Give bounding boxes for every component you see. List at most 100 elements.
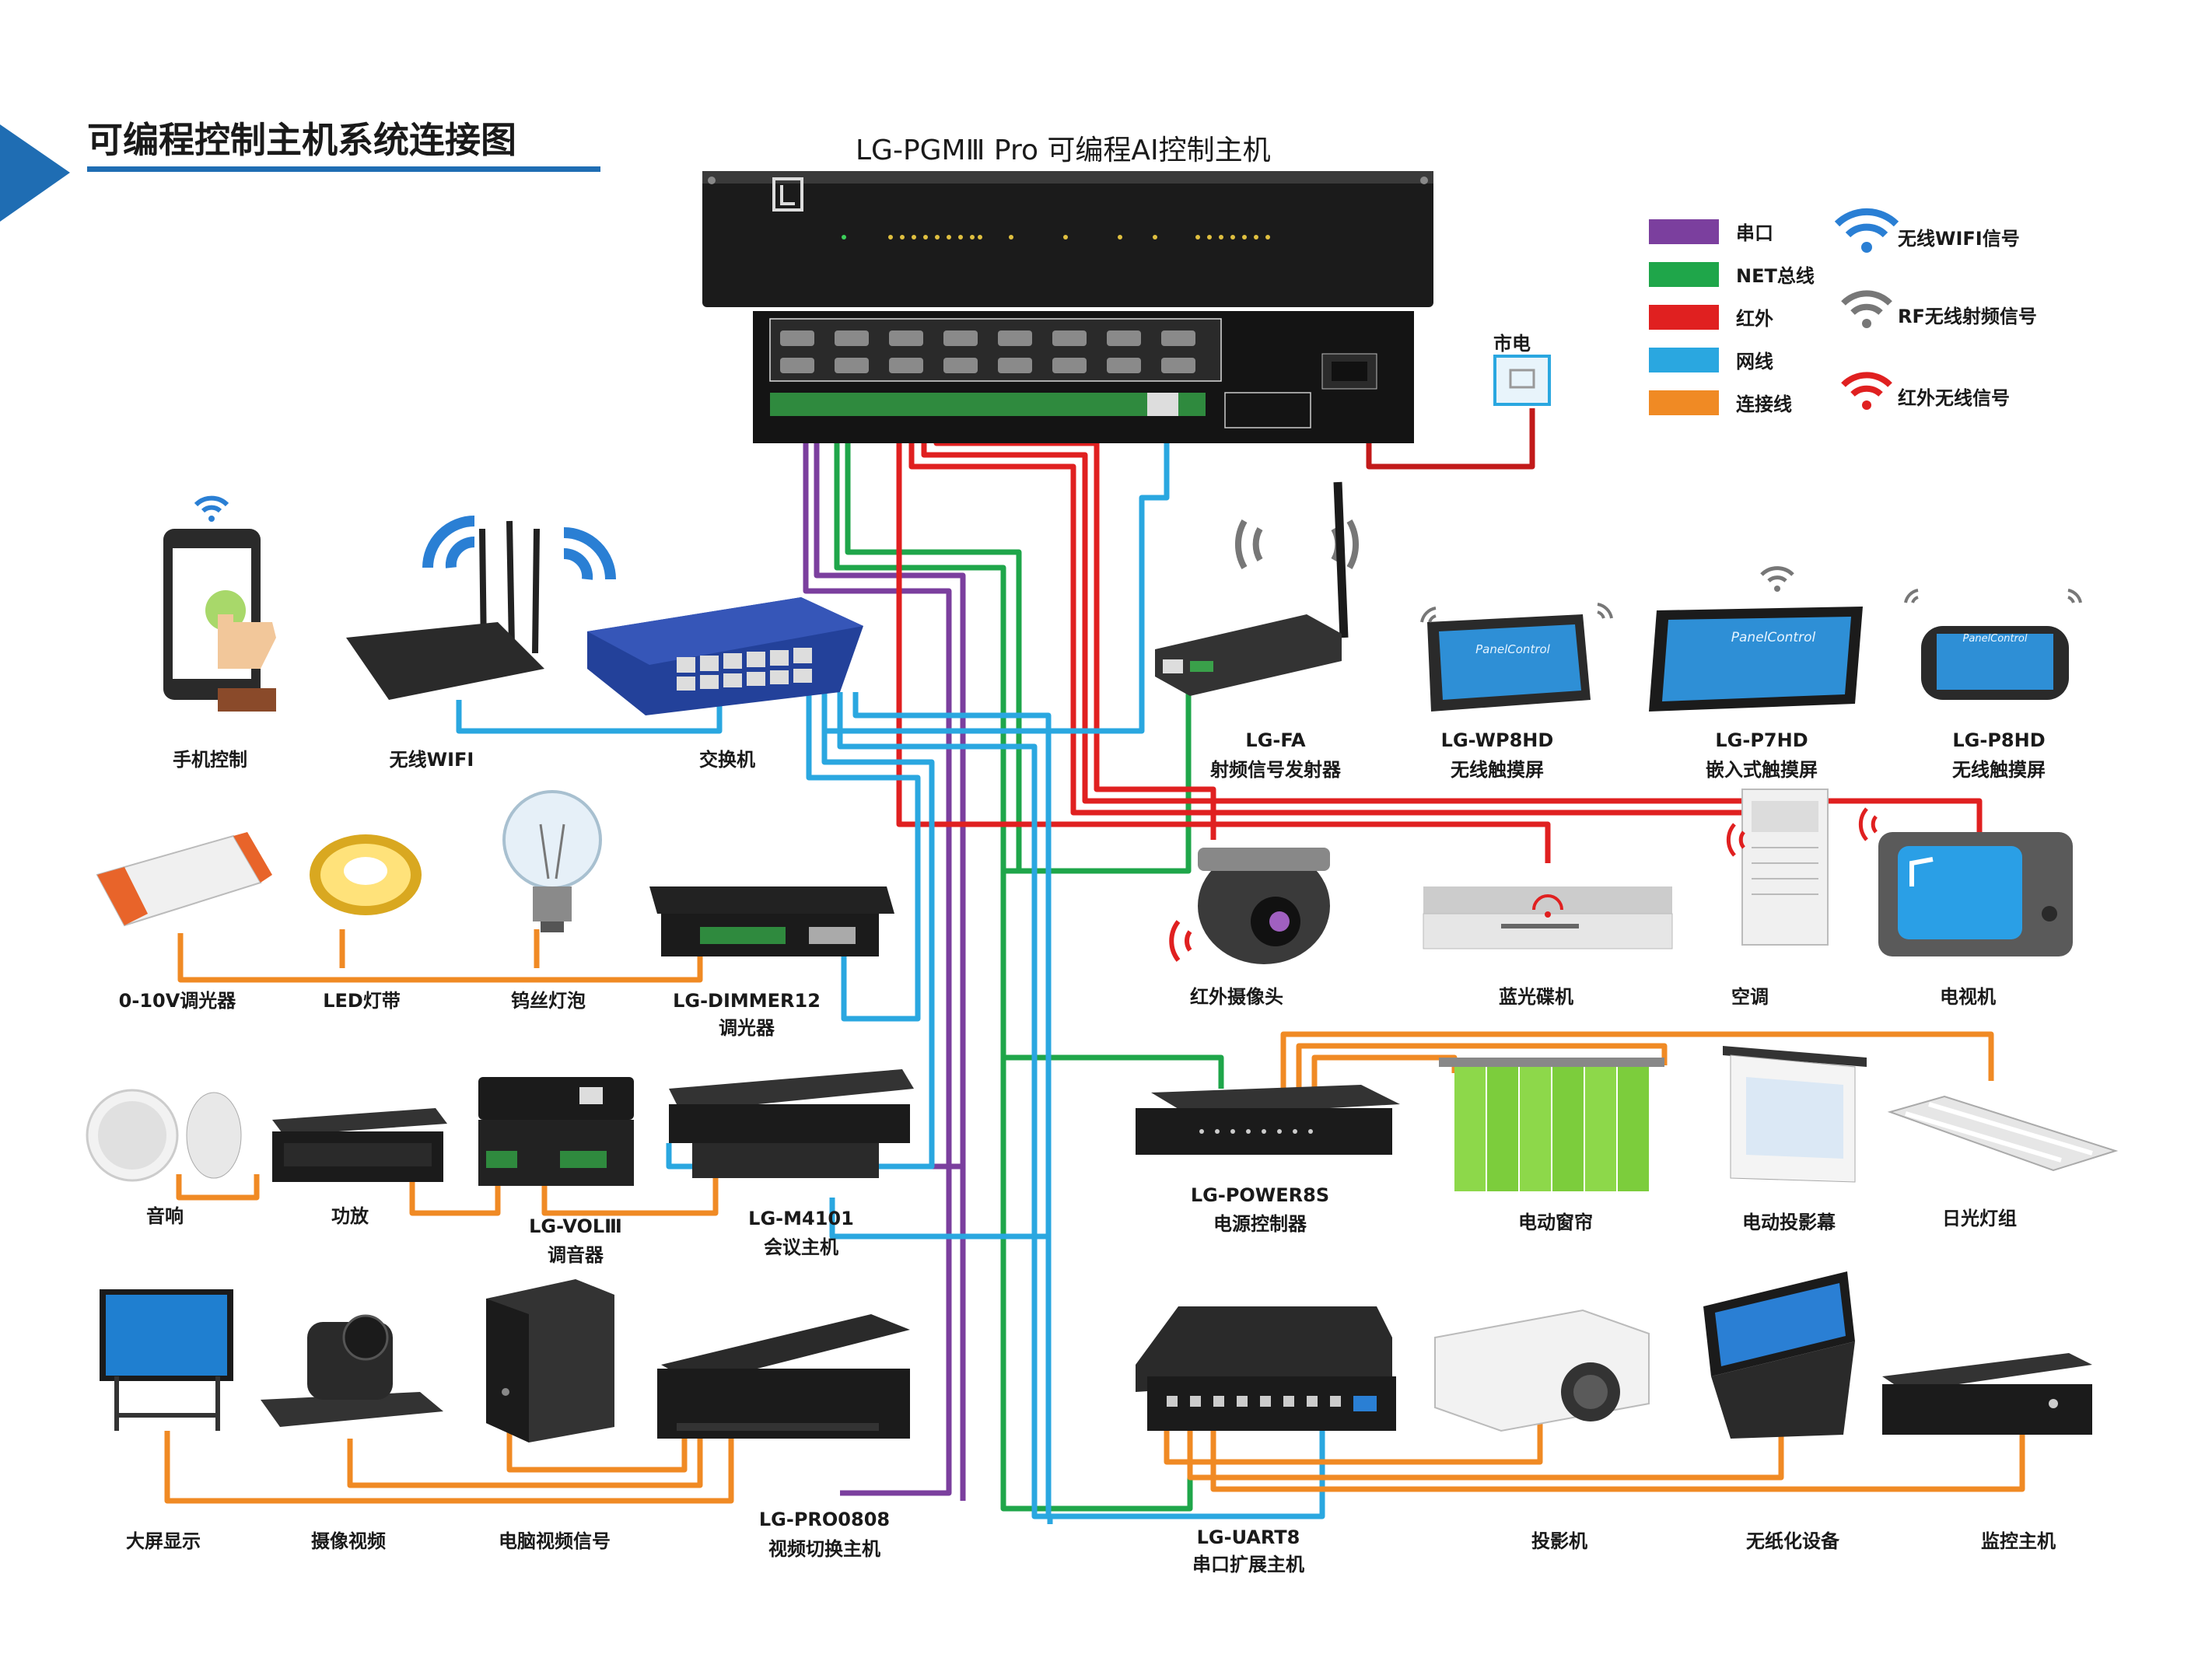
fluorescent-light-icon — [1887, 1095, 2119, 1172]
device-amplifier: 功放 — [272, 1108, 447, 1227]
lan-line-main-switch — [821, 435, 1170, 734]
label-pc-video: 电脑视频信号 — [499, 1530, 611, 1552]
serial-line-pro0808 — [803, 373, 952, 1496]
label-amplifier: 功放 — [331, 1205, 369, 1227]
device-pro0808: LG-PRO0808 视频切换主机 — [657, 1314, 910, 1560]
link-line-uart8-outputs — [1164, 1415, 2025, 1492]
serial-line-m4101 — [814, 373, 966, 1501]
device-fluorescent: 日光灯组 — [1887, 1095, 2119, 1229]
legend-swatch — [1649, 390, 1719, 415]
touch-icon — [205, 590, 246, 631]
amplifier-icon — [272, 1108, 447, 1135]
device-speaker: 音响 — [86, 1089, 242, 1227]
device-phone: 手机控制 — [163, 495, 276, 771]
label-uart8-model: LG-UART8 — [1197, 1526, 1300, 1548]
com-ports — [780, 330, 1195, 373]
device-p8hd: PanelControl LG-P8HD 无线触摸屏 — [1904, 589, 2082, 781]
legend-signal-ir-label: 红外无线信号 — [1898, 387, 2010, 409]
label-power8s-model: LG-POWER8S — [1191, 1184, 1329, 1206]
device-tv: 电视机 — [1858, 807, 2073, 1008]
wifi-icon — [563, 527, 616, 580]
label-phone: 手机控制 — [173, 749, 247, 771]
svg-text:PanelControl: PanelControl — [1475, 642, 1551, 656]
projector-icon — [1434, 1309, 1650, 1432]
label-m4101-model: LG-M4101 — [748, 1208, 854, 1229]
label-0-10v-dimmer: 0-10V调光器 — [119, 990, 237, 1012]
device-p7hd: PanelControl LG-P7HD 嵌入式触摸屏 — [1649, 566, 1863, 781]
rf-transmitter-icon — [1155, 614, 1342, 696]
lan-line-dimmer12 — [806, 692, 921, 1022]
label-wp8hd-name: 无线触摸屏 — [1451, 759, 1544, 781]
legend-swatch — [1649, 305, 1719, 330]
wifi-icon — [194, 495, 229, 522]
label-p8hd-model: LG-P8HD — [1952, 729, 2045, 751]
label-bluray: 蓝光碟机 — [1499, 986, 1573, 1008]
label-wifi-router: 无线WIFI — [390, 749, 474, 771]
link-line-video — [164, 1431, 734, 1504]
label-fluorescent: 日光灯组 — [1942, 1208, 2017, 1229]
device-projector: 投影机 — [1434, 1309, 1650, 1552]
rf-icon — [1904, 589, 1919, 603]
legend-signal-rf-label: RF无线射频信号 — [1898, 306, 2037, 327]
device-dimmer12: LG-DIMMER12 调光器 — [649, 886, 894, 1039]
lan-line-uart8 — [852, 692, 1325, 1519]
rf-icon — [1420, 607, 1437, 623]
device-rf-transmitter: LG-FA 射频信号发射器 — [1155, 481, 1360, 781]
legend-line-label: 网线 — [1736, 351, 1773, 372]
wifi-icon — [1834, 208, 1899, 253]
bluray-player-icon — [1423, 886, 1672, 914]
curtain-icon — [1454, 1067, 1649, 1191]
label-m4101-name: 会议主机 — [764, 1236, 838, 1258]
label-paperless: 无纸化设备 — [1746, 1530, 1840, 1552]
label-p7hd-model: LG-P7HD — [1715, 729, 1808, 751]
nvr-icon — [1882, 1353, 2092, 1392]
device-wp8hd: PanelControl LG-WP8HD 无线触摸屏 — [1420, 603, 1613, 781]
ethernet-port — [1147, 393, 1178, 416]
rf-icon — [1841, 290, 1892, 328]
ir-icon — [1841, 372, 1892, 410]
screen-case-icon — [1723, 1046, 1867, 1067]
label-vol-name: 调音器 — [548, 1244, 604, 1266]
heading-underline — [87, 166, 600, 172]
link-line-led-bulb — [339, 929, 540, 968]
label-pro0808-name: 视频切换主机 — [768, 1538, 880, 1560]
label-switch: 交换机 — [699, 749, 755, 771]
label-monitor-host: 监控主机 — [1981, 1530, 2056, 1552]
svg-text:PanelControl: PanelControl — [1731, 630, 1816, 645]
device-bluray: 蓝光碟机 — [1423, 886, 1673, 1008]
net-line-power8s — [1003, 1054, 1224, 1089]
device-aircon: 空调 — [1726, 789, 1829, 1008]
device-led-strip: LED灯带 — [310, 834, 422, 1012]
device-big-screen: 大屏显示 — [100, 1289, 233, 1552]
hand-icon — [218, 614, 276, 669]
legend-line-label: NET总线 — [1736, 265, 1815, 287]
label-curtain: 电动窗帘 — [1518, 1212, 1593, 1233]
curtain-rail — [1439, 1058, 1664, 1067]
lan-line-wifi — [456, 692, 723, 734]
rf-icon — [1234, 519, 1360, 569]
controller-front-panel — [702, 171, 1433, 307]
terminal-block — [770, 393, 1206, 416]
main-unit-title: LG-PGMⅢ Pro 可编程AI控制主机 — [856, 135, 1271, 166]
lan-line-m4101 — [829, 1198, 1048, 1240]
label-projection-screen: 电动投影幕 — [1742, 1212, 1836, 1233]
ir-icon — [1169, 920, 1192, 962]
page-heading: 可编程控制主机系统连接图 — [87, 119, 516, 161]
device-bulb: 钨丝灯泡 — [502, 790, 602, 1012]
label-power8s-name: 电源控制器 — [1213, 1213, 1307, 1235]
header-arrow-icon — [0, 124, 70, 222]
lg-logo-icon — [772, 177, 803, 212]
dimmer12-icon — [649, 886, 894, 914]
device-curtain: 电动窗帘 — [1439, 1058, 1664, 1233]
legend-line-label: 连接线 — [1736, 393, 1792, 415]
legend-signals: 无线WIFI信号 RF无线射频信号 红外无线信号 — [1834, 208, 2037, 410]
device-pc: 电脑视频信号 — [486, 1279, 614, 1552]
link-line-audio — [176, 1151, 719, 1216]
router-icon — [346, 622, 544, 700]
device-m4101: LG-M4101 会议主机 — [669, 1069, 914, 1258]
device-0-10v-dimmer: 0-10V调光器 — [96, 832, 272, 1012]
